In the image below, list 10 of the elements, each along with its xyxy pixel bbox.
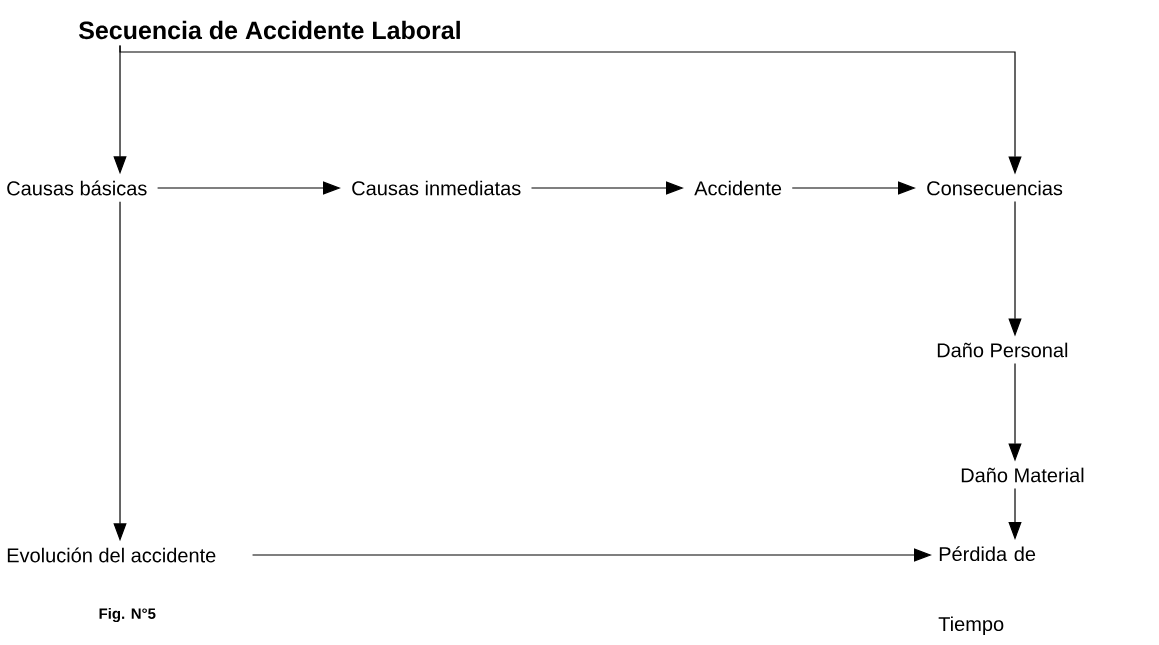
step-text: Causas básicas <box>7 180 147 196</box>
step-text: Consecuencias <box>927 180 1063 196</box>
step-text: Pérdida de Tiempo <box>938 546 1036 636</box>
figure-number: Fig. N°5 <box>99 607 156 622</box>
step-text: Daño Material <box>961 467 1084 483</box>
step-text: Accidente <box>694 180 782 196</box>
step-text: Daño Personal <box>937 342 1068 358</box>
step-text: Evolución del accidente <box>7 547 216 563</box>
step-text: Causas inmediatas <box>352 180 521 196</box>
title: Secuencia de Accidente Laboral <box>78 20 460 40</box>
